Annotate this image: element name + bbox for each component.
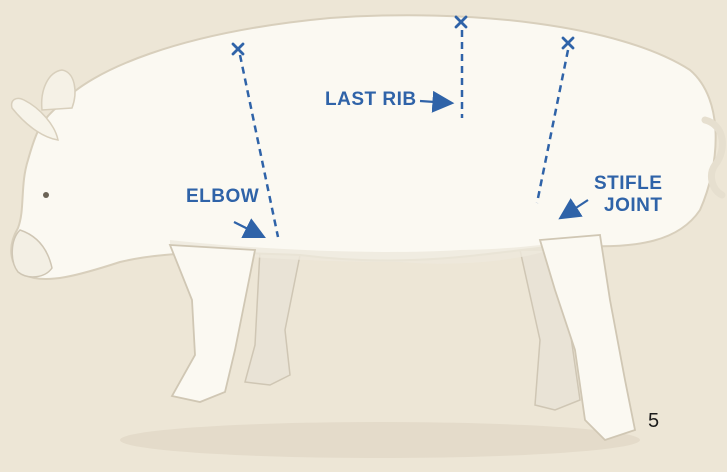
- stifle-joint-label: STIFLE JOINT: [594, 173, 662, 217]
- ground-shadow: [120, 422, 640, 458]
- pig-ear-back: [42, 70, 75, 110]
- far-legs: [245, 250, 580, 410]
- stifle-label-line1: STIFLE: [594, 173, 662, 195]
- pig-eye: [43, 192, 49, 198]
- last-rib-label: LAST RIB: [325, 89, 417, 111]
- page-number: 5: [648, 410, 659, 433]
- pig-body: [11, 15, 715, 279]
- stifle-label-line2: JOINT: [594, 195, 662, 217]
- elbow-label: ELBOW: [186, 186, 259, 208]
